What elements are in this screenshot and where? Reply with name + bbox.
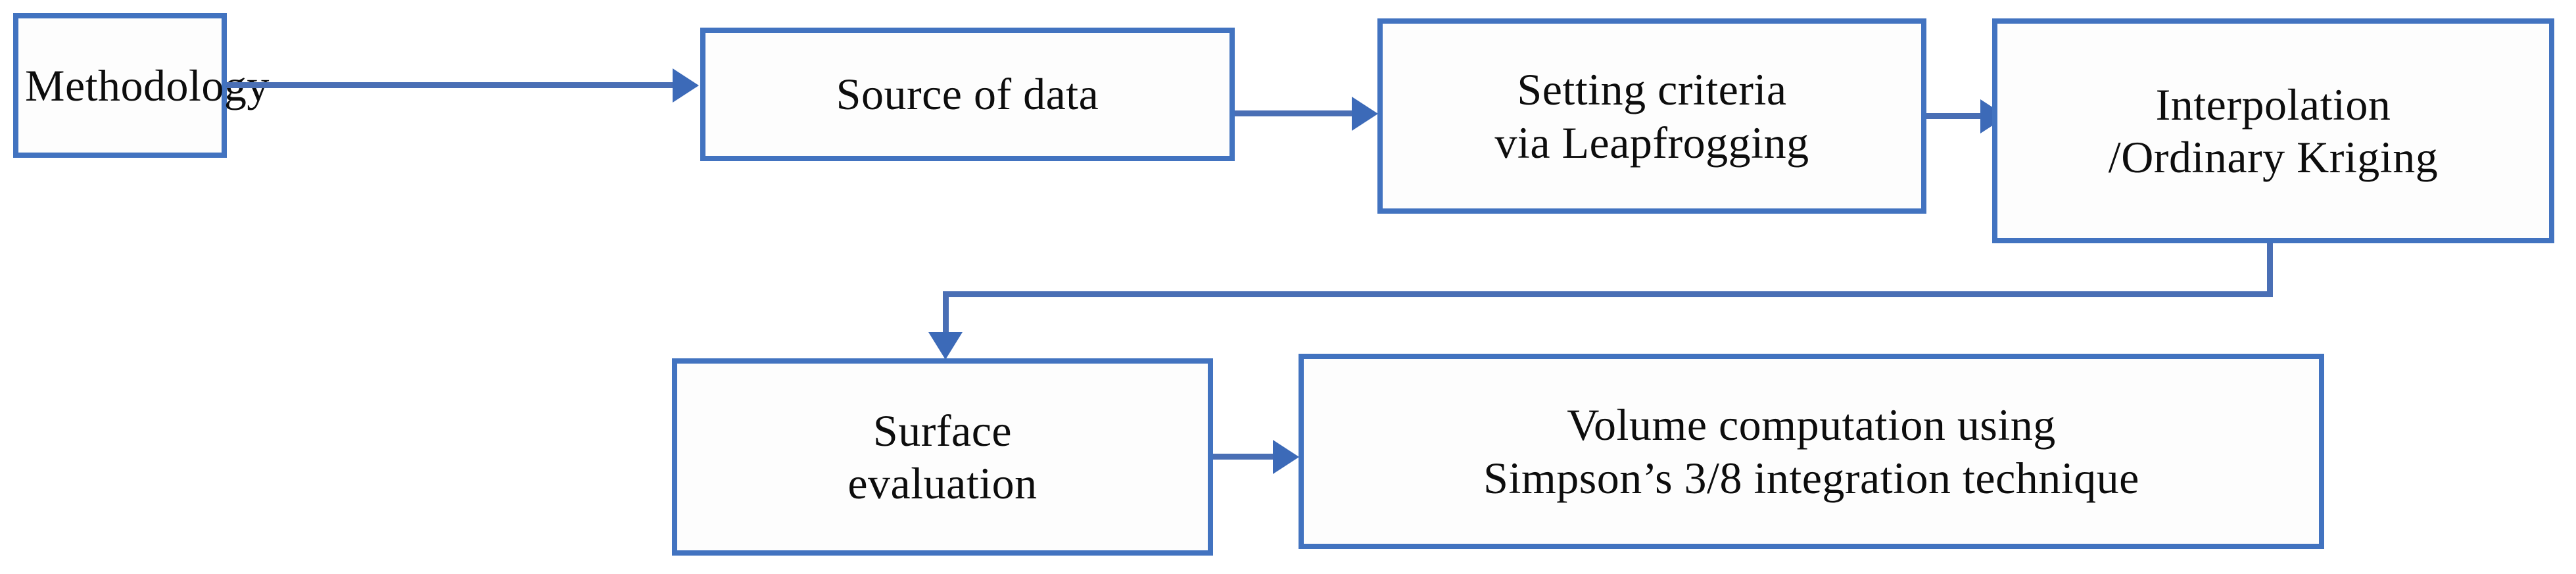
edge-source-to-criteria-arrowhead [1352, 97, 1378, 131]
node-source-of-data[interactable]: Source of data [700, 28, 1235, 161]
node-interpolation[interactable]: Interpolation /Ordinary Kriging [1992, 18, 2554, 243]
edge-surface-to-volume-arrowhead [1273, 440, 1299, 474]
edge-methodology-to-source-arrowhead [673, 68, 699, 103]
node-methodology-label: Methodology [25, 60, 270, 110]
node-volume-computation-label: Volume computation using Simpson’s 3/8 i… [1310, 398, 2312, 504]
node-volume-computation-line2: Simpson’s 3/8 integration technique [1483, 452, 2139, 503]
node-volume-computation-line1: Volume computation using [1567, 400, 2056, 450]
edge-surface-to-volume-line [1213, 454, 1279, 460]
node-setting-criteria-line1: Setting criteria [1517, 64, 1787, 115]
edge-interpolation-to-surface-arrowhead [928, 332, 963, 360]
edge-interpolation-to-surface-segment-left [943, 291, 2273, 297]
node-surface-evaluation-line1: Surface [872, 405, 1013, 456]
node-setting-criteria-line2: via Leapfrogging [1494, 117, 1809, 168]
node-surface-evaluation-line2: evaluation [847, 458, 1038, 508]
node-surface-evaluation[interactable]: Surface evaluation [672, 358, 1213, 556]
node-source-of-data-label: Source of data [836, 69, 1099, 120]
node-interpolation-line1: Interpolation [2155, 79, 2391, 130]
node-interpolation-line2: /Ordinary Kriging [2108, 132, 2439, 182]
node-interpolation-label: Interpolation /Ordinary Kriging [2004, 78, 2542, 183]
edge-interpolation-to-surface-segment-down-left [943, 291, 949, 337]
node-setting-criteria-label: Setting criteria via Leapfrogging [1389, 63, 1915, 168]
node-volume-computation[interactable]: Volume computation using Simpson’s 3/8 i… [1299, 354, 2324, 549]
edge-interpolation-to-surface-segment-down-right [2267, 243, 2273, 297]
node-setting-criteria[interactable]: Setting criteria via Leapfrogging [1377, 18, 1926, 214]
node-surface-evaluation-label: Surface evaluation [684, 404, 1201, 510]
edge-source-to-criteria-line [1235, 110, 1353, 116]
edge-methodology-to-source-line [227, 82, 674, 88]
node-methodology[interactable]: Methodology [13, 13, 270, 158]
edge-criteria-to-interpolation-line [1926, 113, 2005, 119]
